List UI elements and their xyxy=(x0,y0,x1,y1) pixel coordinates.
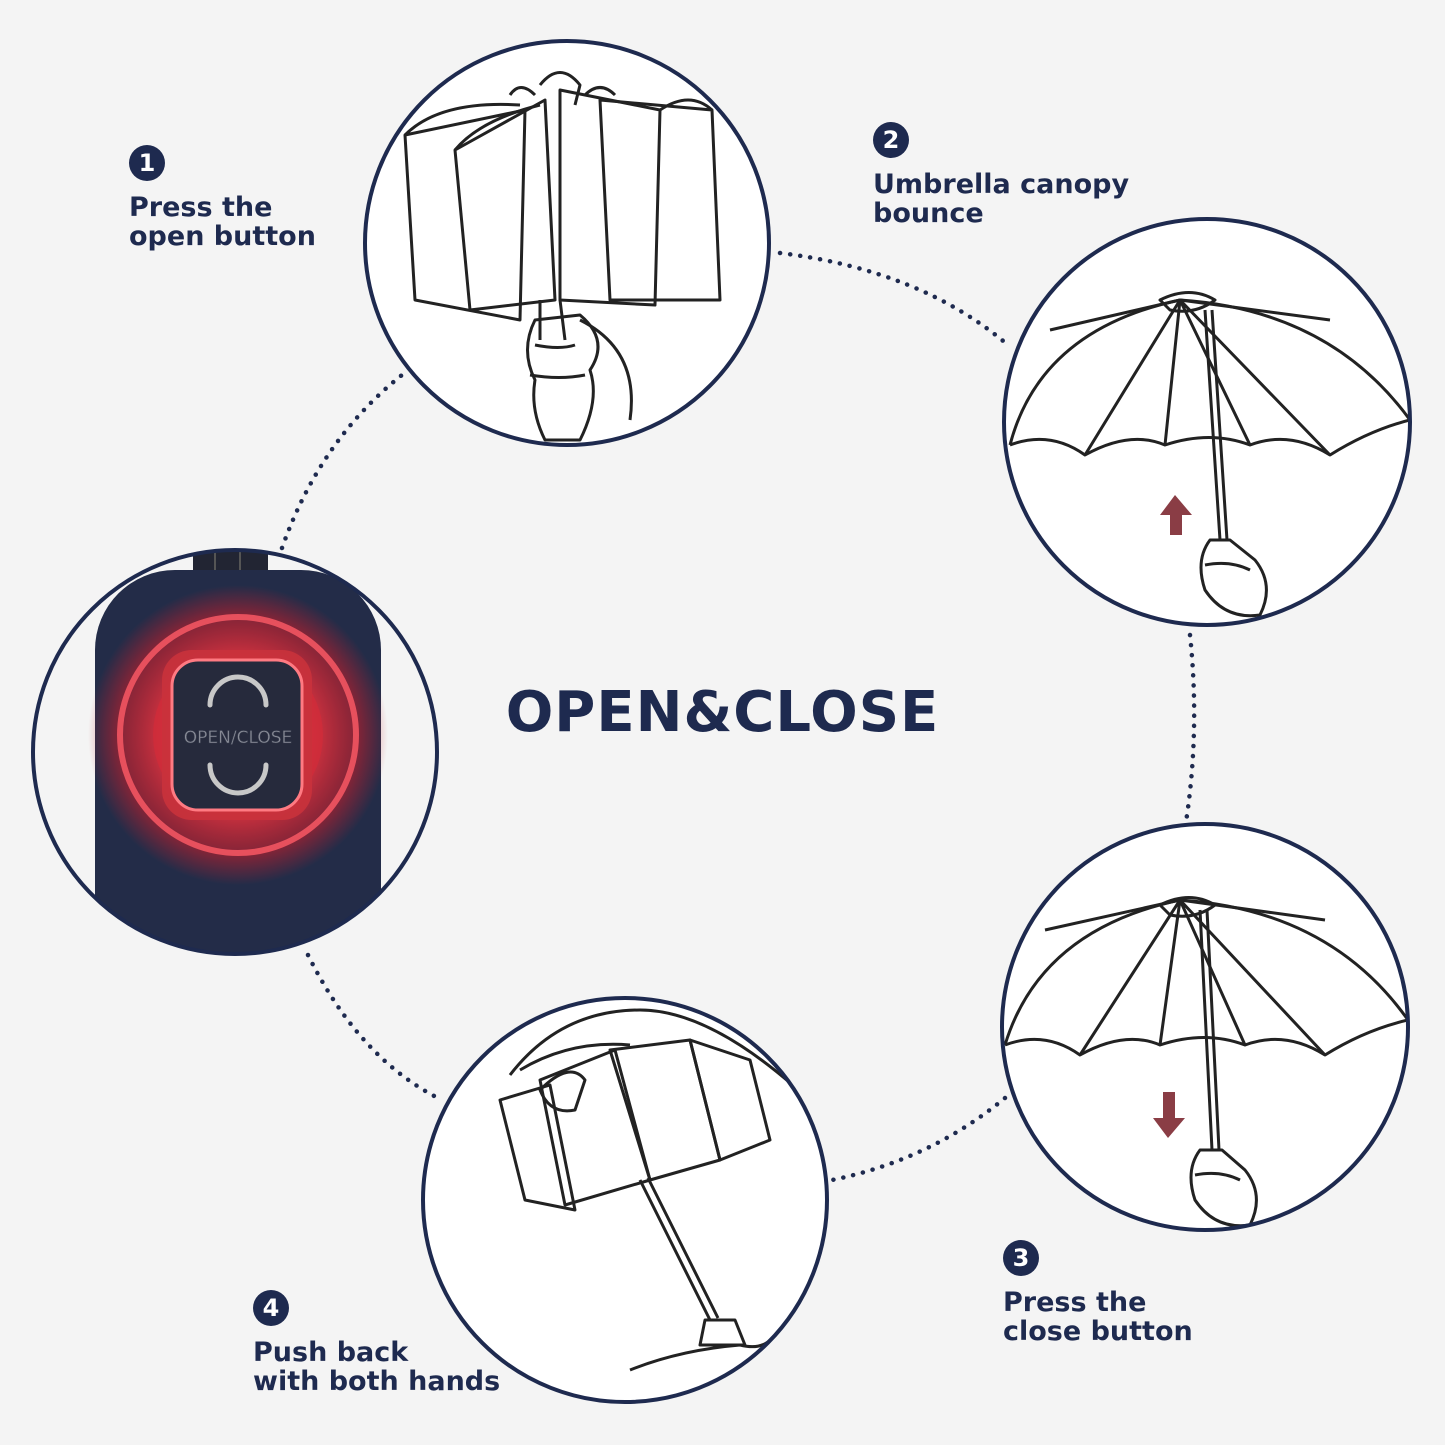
step1-label: 1 Press the open button xyxy=(129,145,316,251)
step4-text-line2: with both hands xyxy=(253,1366,501,1397)
step2-text-line1: Umbrella canopy xyxy=(873,169,1130,200)
step4-label: 4 Push back with both hands xyxy=(253,1290,500,1396)
connector-step4-to-handle xyxy=(305,952,445,1103)
step3-number-badge: 3 xyxy=(1003,1240,1039,1276)
connector-handle-to-step1 xyxy=(279,372,405,551)
step2-text-line2: bounce xyxy=(873,198,984,229)
step2-number-badge: 2 xyxy=(873,122,909,158)
step2-label: 2 Umbrella canopy bounce xyxy=(873,122,1129,228)
step4-illustration-circle xyxy=(421,996,829,1404)
step3-text-line1: Press the xyxy=(1003,1287,1147,1318)
step2-illustration-circle xyxy=(1002,217,1412,627)
step4-text-line1: Push back xyxy=(253,1337,409,1368)
arrow-up-icon xyxy=(1160,495,1192,535)
step1-text-line1: Press the xyxy=(129,192,273,223)
arrow-down-icon xyxy=(1153,1092,1185,1138)
step1-illustration-circle xyxy=(363,39,771,447)
open-close-button-label: OPEN/CLOSE xyxy=(184,728,292,748)
connector-step1-to-step2 xyxy=(777,250,1011,348)
step1-text-line2: open button xyxy=(129,221,316,252)
connector-step2-to-step3 xyxy=(1183,632,1197,825)
page-title: OPEN&CLOSE xyxy=(505,680,940,745)
handle-circle: OPEN/CLOSE xyxy=(31,548,439,956)
step3-label: 3 Press the close button xyxy=(1003,1240,1193,1346)
connector-step3-to-step4 xyxy=(829,1095,1008,1183)
step4-number-badge: 4 xyxy=(253,1290,289,1326)
dotted-connectors xyxy=(279,250,1197,1183)
step3-illustration-circle xyxy=(1000,822,1410,1232)
step1-number-badge: 1 xyxy=(129,145,165,181)
step3-text-line2: close button xyxy=(1003,1316,1193,1347)
